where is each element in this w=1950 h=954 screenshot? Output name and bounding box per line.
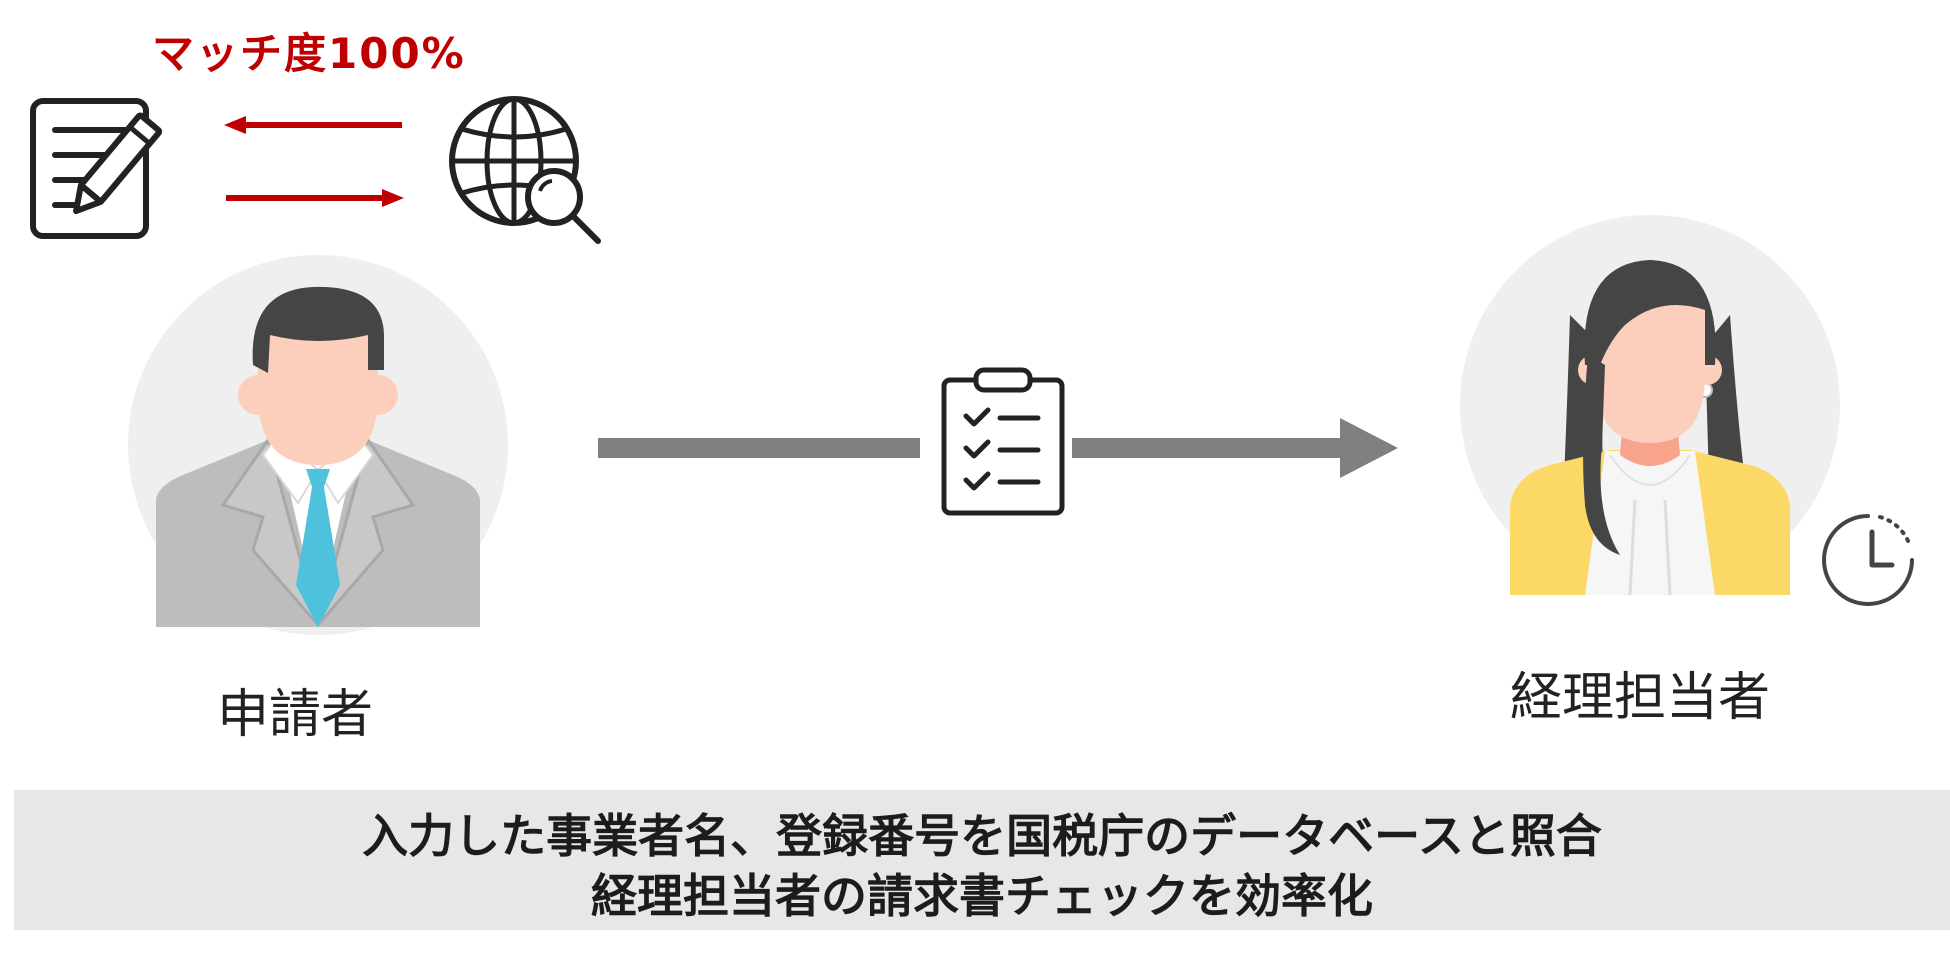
summary-banner: 入力した事業者名、登録番号を国税庁のデータベースと照合 経理担当者の請求書チェッ… [14, 790, 1950, 930]
flow-arrow [598, 418, 1398, 478]
arrow-right [226, 189, 404, 207]
globe-search-icon [449, 96, 601, 244]
accountant-label: 経理担当者 [1509, 668, 1770, 728]
summary-line-1: 入力した事業者名、登録番号を国税庁のデータベースと照合 [362, 809, 1602, 863]
checklist-clipboard-icon [941, 367, 1065, 516]
applicant-avatar [128, 255, 508, 635]
arrow-left [224, 116, 402, 134]
clock-icon [1822, 514, 1914, 606]
summary-line-2: 経理担当者の請求書チェックを効率化 [591, 869, 1373, 923]
document-edit-icon [30, 98, 163, 239]
match-arrows [224, 116, 404, 207]
accountant-avatar [1460, 215, 1840, 596]
applicant-label: 申請者 [216, 685, 373, 745]
match-rate-label: マッチ度100% [152, 29, 466, 78]
